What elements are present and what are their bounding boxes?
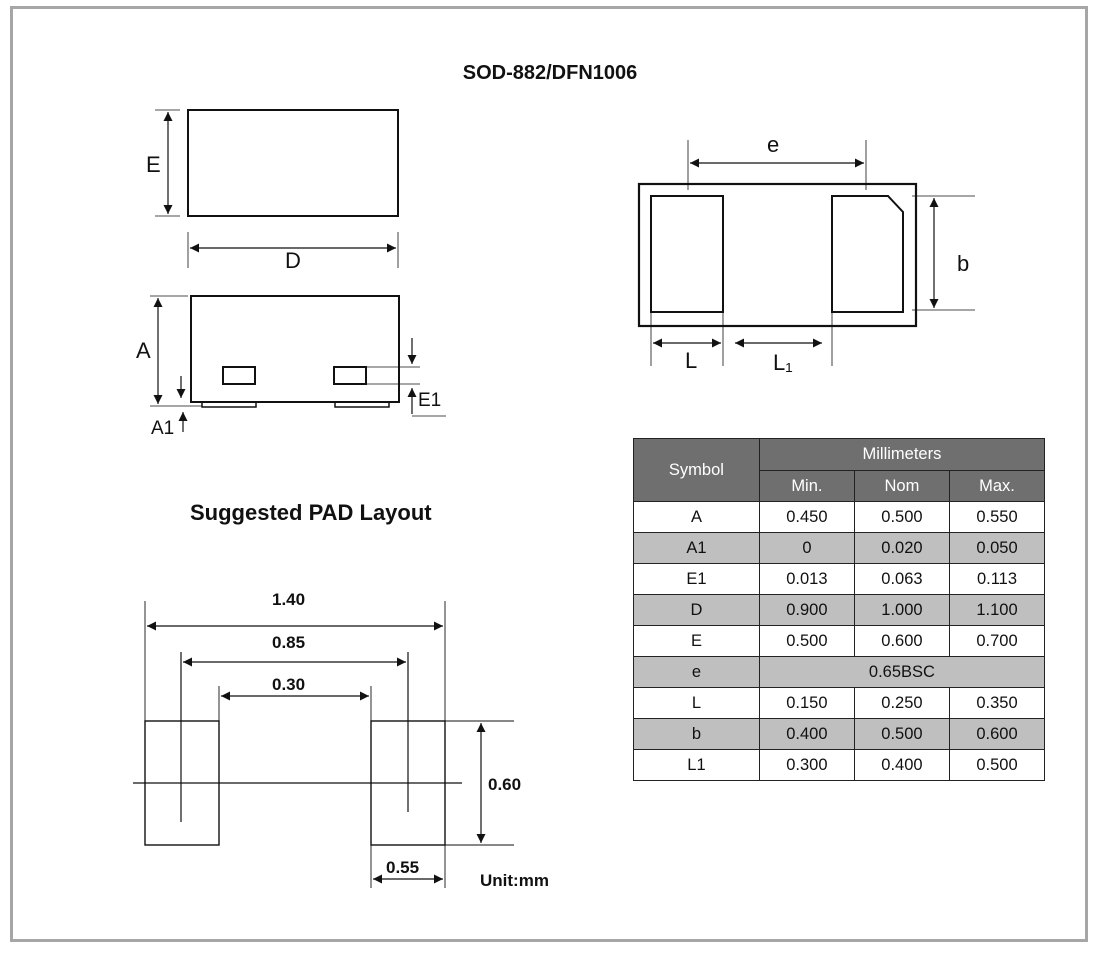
table-row: E1 0.013 0.063 0.113 <box>633 563 1046 595</box>
row-min: 0.150 <box>758 687 855 719</box>
row-symbol: L1 <box>633 749 760 781</box>
package-title: SOD-882/DFN1006 <box>462 62 638 84</box>
pad-dim-0-85: 0.85 <box>272 633 305 652</box>
table-row: L1 0.300 0.400 0.500 <box>633 749 1046 781</box>
drawing-frame <box>10 6 1088 942</box>
row-max: 0.600 <box>948 718 1046 750</box>
row-max: 0.113 <box>948 563 1046 595</box>
row-min: 0 <box>758 532 855 564</box>
label-A: A <box>136 338 151 363</box>
row-symbol: E1 <box>633 563 760 595</box>
row-max: 0.700 <box>948 625 1046 657</box>
table-row: E 0.500 0.600 0.700 <box>633 625 1046 657</box>
row-min: 0.450 <box>758 501 855 533</box>
millimeters-header: Millimeters <box>758 438 1046 471</box>
row-min: 0.300 <box>758 749 855 781</box>
table-row: D 0.900 1.000 1.100 <box>633 594 1046 626</box>
nom-header: Nom <box>853 470 950 502</box>
row-nom: 1.000 <box>853 594 950 626</box>
bottom-view <box>637 140 975 366</box>
pad-dim-0-60: 0.60 <box>488 775 521 794</box>
row-symbol: D <box>633 594 760 626</box>
symbol-header: Symbol <box>633 438 760 502</box>
table-row: A1 0 0.020 0.050 <box>633 532 1046 564</box>
table-row: b 0.400 0.500 0.600 <box>633 718 1046 750</box>
table-row: L 0.150 0.250 0.350 <box>633 687 1046 719</box>
row-symbol: A <box>633 501 760 533</box>
row-symbol: L <box>633 687 760 719</box>
label-e: e <box>767 132 779 157</box>
row-max: 1.100 <box>948 594 1046 626</box>
row-nom: 0.600 <box>853 625 950 657</box>
unit-label: Unit:mm <box>480 871 549 890</box>
side-view <box>150 295 446 432</box>
pad-dim-0-30: 0.30 <box>272 675 305 694</box>
pad-layout-title: Suggested PAD Layout <box>190 500 432 525</box>
row-nom: 0.500 <box>853 718 950 750</box>
row-min: 0.013 <box>758 563 855 595</box>
row-min: 0.400 <box>758 718 855 750</box>
label-L1: L₁ <box>773 350 793 375</box>
pad-layout-drawing <box>133 601 514 888</box>
label-D: D <box>285 248 301 273</box>
row-max: 0.050 <box>948 532 1046 564</box>
label-A1: A1 <box>151 418 174 439</box>
dimensions-table: Symbol Millimeters Min. Nom Max. A 0.450… <box>633 438 1046 781</box>
max-header: Max. <box>948 470 1046 502</box>
row-symbol: b <box>633 718 760 750</box>
pad-dim-1-40: 1.40 <box>272 590 305 609</box>
row-symbol: E <box>633 625 760 657</box>
row-nom: 0.400 <box>853 749 950 781</box>
table-row: A 0.450 0.500 0.550 <box>633 501 1046 533</box>
row-symbol: e <box>633 656 760 688</box>
row-min: 0.500 <box>758 625 855 657</box>
row-min: 0.900 <box>758 594 855 626</box>
top-view <box>155 109 399 268</box>
label-L: L <box>685 348 697 373</box>
row-nom: 0.063 <box>853 563 950 595</box>
label-b: b <box>957 251 969 276</box>
row-max: 0.350 <box>948 687 1046 719</box>
label-E: E <box>146 152 161 177</box>
row-merged-value: 0.65BSC <box>758 656 1046 688</box>
pad-dim-0-55: 0.55 <box>386 858 419 877</box>
row-max: 0.500 <box>948 749 1046 781</box>
row-max: 0.550 <box>948 501 1046 533</box>
table-row: e 0.65BSC <box>633 656 1046 688</box>
row-nom: 0.500 <box>853 501 950 533</box>
row-nom: 0.020 <box>853 532 950 564</box>
row-nom: 0.250 <box>853 687 950 719</box>
row-symbol: A1 <box>633 532 760 564</box>
min-header: Min. <box>758 470 855 502</box>
label-E1: E1 <box>418 390 441 411</box>
